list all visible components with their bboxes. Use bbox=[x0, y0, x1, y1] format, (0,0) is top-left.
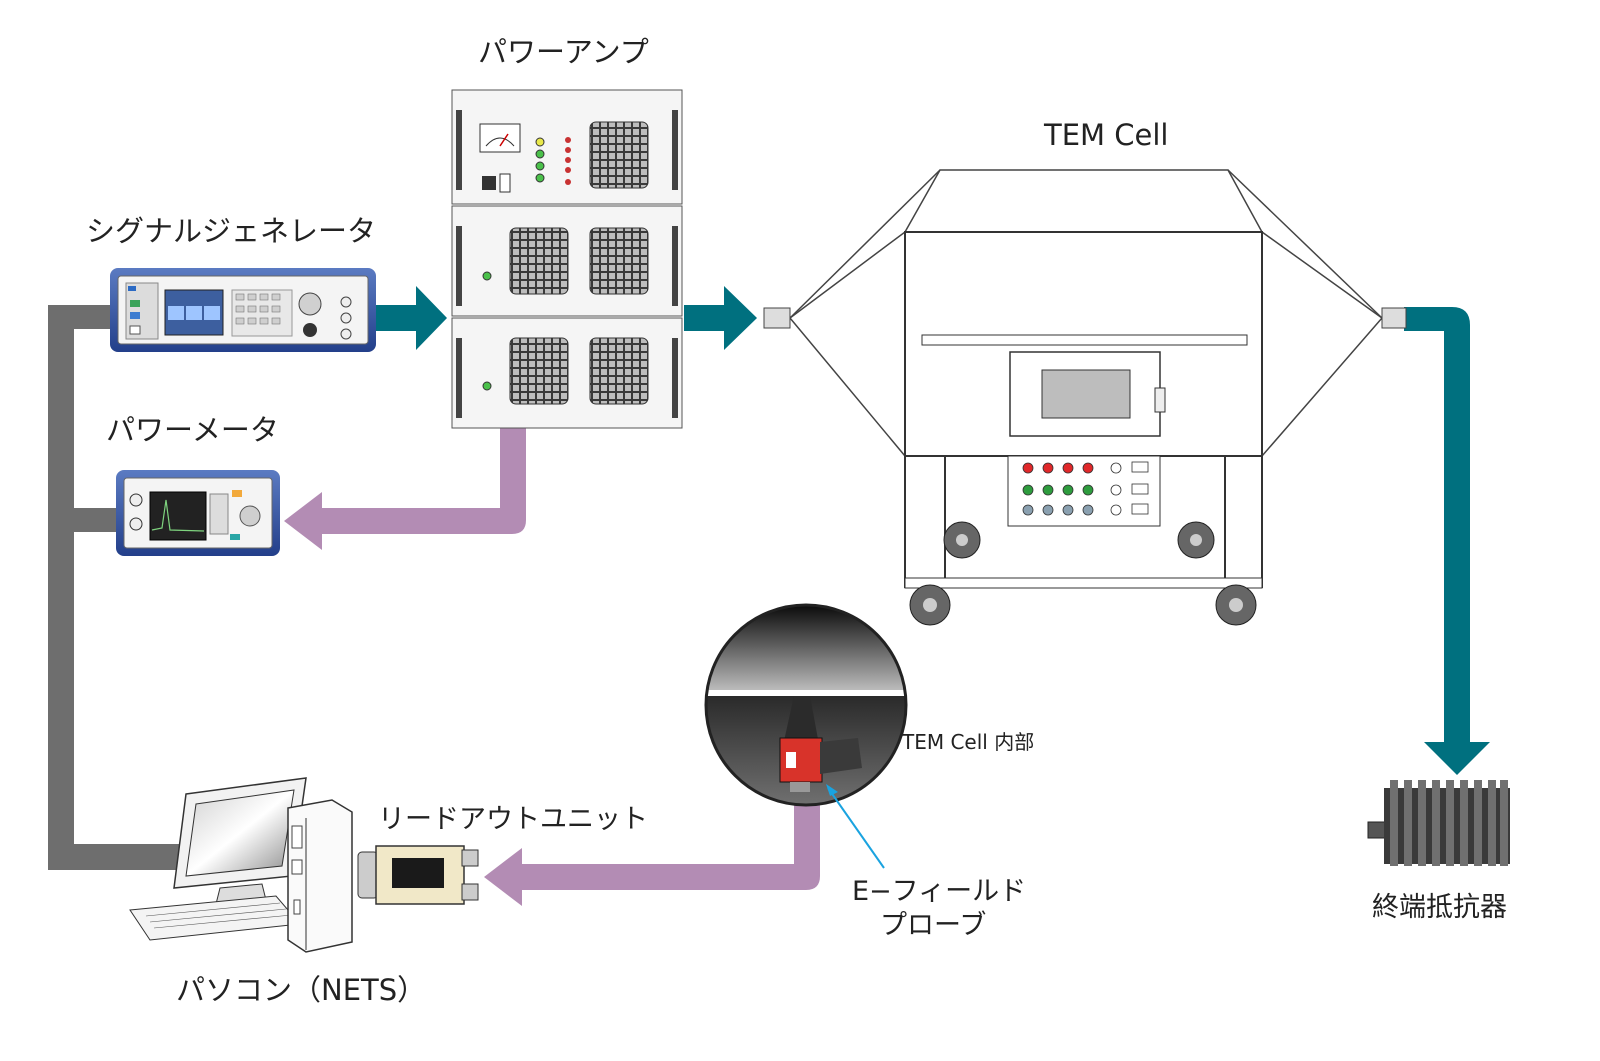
readout-unit-device bbox=[357, 845, 479, 905]
probe-pointer-line bbox=[827, 787, 885, 869]
tem-cell-inner-label: TEM Cell 内部 bbox=[901, 730, 1034, 754]
rf-arrow-sg-to-amp bbox=[368, 286, 447, 350]
probe-label-line1: E−フィールド bbox=[852, 876, 1026, 907]
power-amp-label: パワーアンプ bbox=[478, 35, 649, 69]
control-bus-line bbox=[48, 305, 188, 870]
probe-pointer-arrowhead bbox=[826, 784, 838, 796]
power-meter-device bbox=[116, 470, 280, 556]
signal-generator-label: シグナルジェネレータ bbox=[86, 214, 376, 248]
readout-unit-label: リードアウトユニット bbox=[378, 804, 648, 835]
tem-cell-inner-view bbox=[704, 603, 908, 807]
terminator-label: 終端抵抗器 bbox=[1372, 892, 1507, 923]
rf-arrow-cell-to-terminator bbox=[1404, 307, 1490, 775]
tem-cell-label: TEM Cell bbox=[1043, 118, 1168, 152]
tem-cell-device bbox=[763, 169, 1407, 626]
sense-arrow-probe-to-readout bbox=[484, 790, 820, 906]
power-meter-label: パワーメータ bbox=[106, 413, 279, 447]
power-amplifier-rack bbox=[451, 89, 683, 429]
signal-generator-device bbox=[110, 268, 376, 352]
pc-device bbox=[129, 777, 353, 953]
probe-label-line2: プローブ bbox=[880, 910, 986, 941]
pc-label: パソコン（NETS） bbox=[176, 973, 426, 1007]
rf-arrow-amp-to-cell bbox=[684, 286, 757, 350]
sense-arrow-amp-to-meter bbox=[284, 428, 526, 550]
terminator-device bbox=[1367, 780, 1510, 866]
